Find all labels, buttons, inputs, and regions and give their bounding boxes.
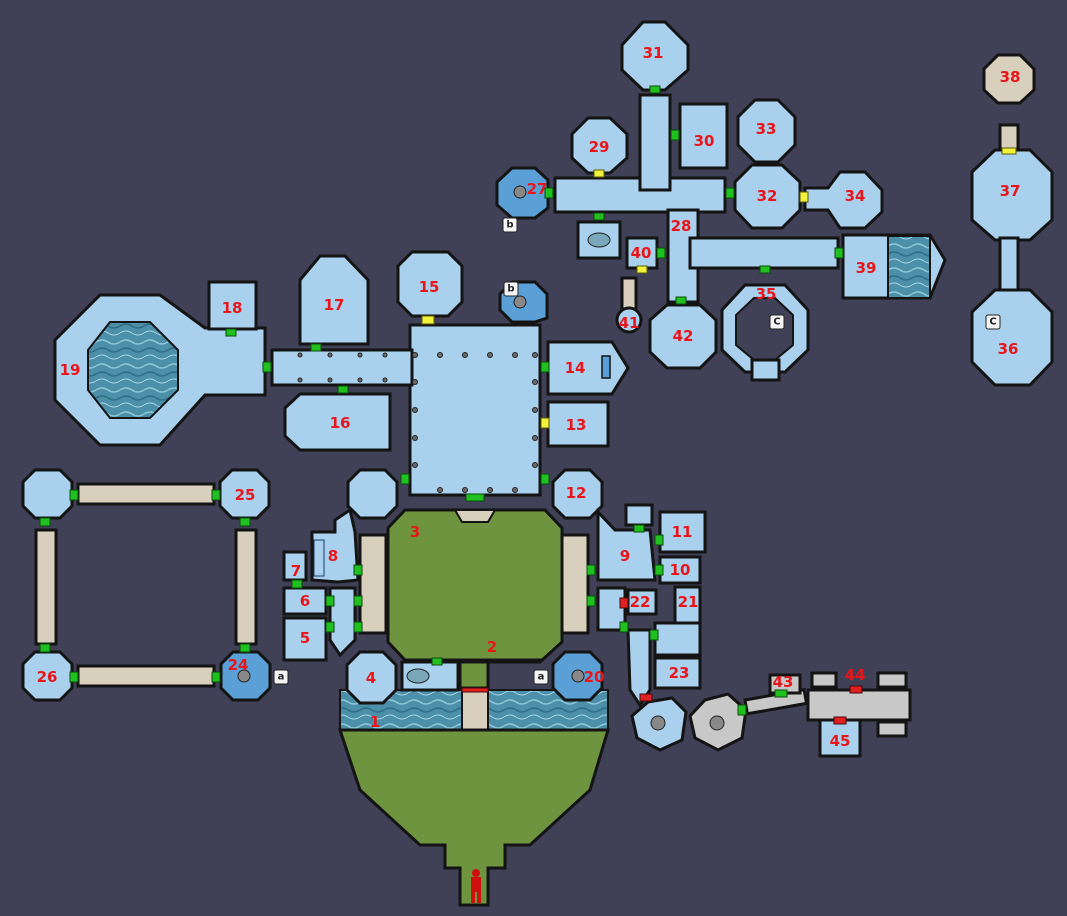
room-label: 1 bbox=[370, 713, 380, 731]
room-label: 3 bbox=[410, 523, 420, 541]
room-label: 42 bbox=[673, 327, 694, 345]
room-label: 25 bbox=[235, 486, 256, 504]
room-label: 37 bbox=[1000, 182, 1021, 200]
north-complex bbox=[495, 20, 947, 382]
room-label: 15 bbox=[419, 278, 440, 296]
room-label: 24 bbox=[228, 656, 249, 674]
room-19 bbox=[53, 293, 267, 447]
room-label: 20 bbox=[584, 668, 605, 686]
room-label: 18 bbox=[222, 299, 243, 317]
room-label: 23 bbox=[669, 664, 690, 682]
svg-text:b: b bbox=[507, 284, 514, 295]
room-label: 12 bbox=[566, 484, 587, 502]
room-label: 14 bbox=[565, 359, 586, 377]
room-label: 21 bbox=[678, 593, 699, 611]
svg-text:b: b bbox=[506, 220, 513, 231]
room-label: 31 bbox=[643, 44, 664, 62]
room-label: 6 bbox=[300, 592, 310, 610]
stair-marker-a: a bbox=[273, 669, 289, 685]
svg-text:a: a bbox=[538, 672, 545, 683]
room-label: 28 bbox=[671, 217, 692, 235]
right-wing bbox=[560, 503, 707, 708]
room-14 bbox=[546, 340, 630, 396]
svg-text:C: C bbox=[989, 317, 996, 328]
stair-marker-c: C bbox=[769, 314, 785, 330]
room-12 bbox=[551, 468, 604, 520]
room-label: 9 bbox=[620, 547, 630, 565]
room-15 bbox=[396, 250, 464, 318]
room-label: 39 bbox=[856, 259, 877, 277]
outer-wall-ring bbox=[21, 468, 271, 702]
room-16 bbox=[283, 392, 392, 452]
courtyard bbox=[337, 508, 611, 907]
room-label: 43 bbox=[773, 673, 794, 691]
room-label: 36 bbox=[998, 340, 1019, 358]
room-18 bbox=[207, 280, 258, 331]
stair-markers: a a b b C C bbox=[273, 217, 1001, 685]
room-labels: 1 2 3 4 5 6 7 8 9 10 11 12 13 14 15 16 1… bbox=[37, 44, 1021, 750]
stair-marker-c: C bbox=[985, 314, 1001, 330]
room-label: 11 bbox=[672, 523, 693, 541]
room-label: 30 bbox=[694, 132, 715, 150]
room-unnumbered-nw bbox=[346, 468, 399, 520]
room-label: 10 bbox=[670, 561, 691, 579]
room-label: 16 bbox=[330, 414, 351, 432]
room-label: 27 bbox=[527, 180, 548, 198]
room-label: 13 bbox=[566, 416, 587, 434]
room-13 bbox=[546, 400, 610, 448]
stair-marker-b: b bbox=[502, 217, 518, 233]
room-label: 33 bbox=[756, 120, 777, 138]
room-label: 29 bbox=[589, 138, 610, 156]
room-label: 19 bbox=[60, 361, 81, 379]
room-label: 40 bbox=[631, 244, 652, 262]
room-label: 41 bbox=[619, 314, 640, 332]
room-label: 35 bbox=[756, 285, 777, 303]
room-17 bbox=[298, 254, 370, 346]
south-east-complex bbox=[630, 671, 912, 758]
room-label: 32 bbox=[757, 187, 778, 205]
svg-text:a: a bbox=[278, 672, 285, 683]
svg-text:C: C bbox=[773, 317, 780, 328]
room-label: 22 bbox=[630, 593, 651, 611]
room-label: 26 bbox=[37, 668, 58, 686]
room-label: 38 bbox=[1000, 68, 1021, 86]
doors bbox=[39, 85, 1017, 725]
stair-marker-a: a bbox=[533, 669, 549, 685]
room-label: 5 bbox=[300, 629, 310, 647]
room-label: 17 bbox=[324, 296, 345, 314]
player-start-icon bbox=[471, 869, 481, 903]
room-label: 34 bbox=[845, 187, 866, 205]
stair-marker-b: b bbox=[503, 281, 519, 297]
room-label: 4 bbox=[366, 669, 376, 687]
room-label: 2 bbox=[487, 638, 497, 656]
room-label: 45 bbox=[830, 732, 851, 750]
room-label: 44 bbox=[845, 666, 866, 684]
room-label: 7 bbox=[291, 562, 301, 580]
east-tower bbox=[970, 53, 1054, 387]
room-label: 8 bbox=[328, 547, 338, 565]
